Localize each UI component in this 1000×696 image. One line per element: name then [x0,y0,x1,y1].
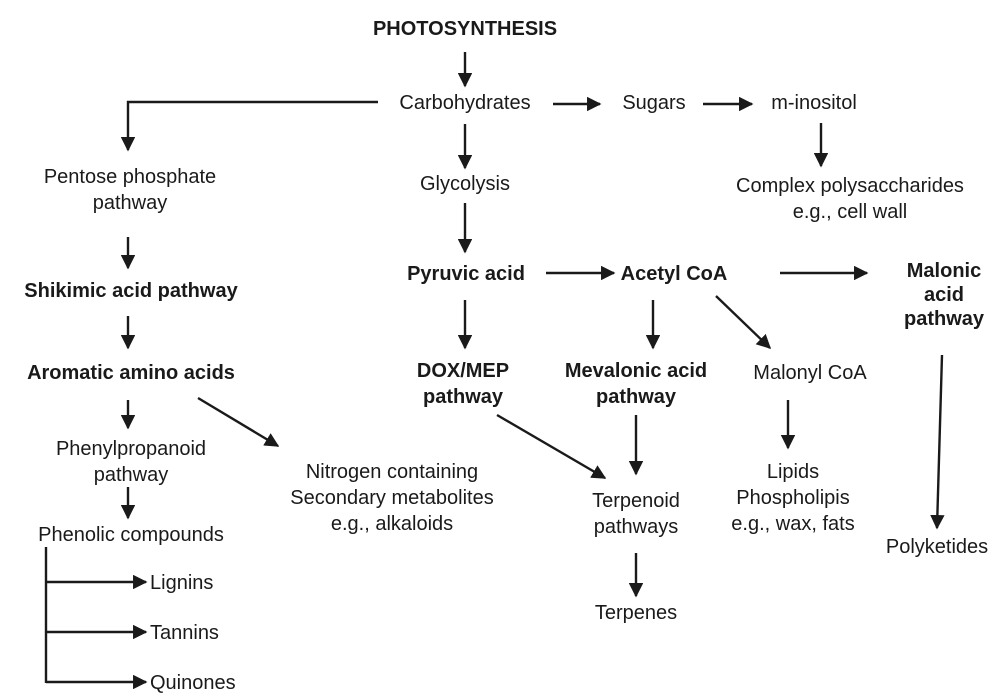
complex-polysaccharides-line-1: Complex polysaccharides [736,175,964,197]
complex-polysaccharides-line-2: e.g., cell wall [792,201,908,223]
phenylpropanoid-line-1: Phenylpropanoid [55,438,207,460]
node-lignins: Lignins [150,572,214,594]
node-nitrogen-containing: Nitrogen containing Secondary metabolite… [290,459,493,537]
node-quinones: Quinones [150,672,236,694]
nitrogen-containing-line-2: Secondary metabolites [290,487,494,509]
node-glycolysis: Glycolysis [419,173,511,195]
terpenoid-pathways-line-2: pathways [593,516,679,538]
lipids-line-3: e.g., wax, fats [731,513,855,535]
node-lipids: Lipids Phospholipis e.g., wax, fats [731,459,854,537]
node-acetyl-coa: Acetyl CoA [620,263,728,285]
node-complex-polysaccharides: Complex polysaccharides e.g., cell wall [736,173,964,225]
dox-mep-line-1: DOX/MEP [416,360,510,382]
node-shikimic-acid: Shikimic acid pathway [24,280,238,302]
node-pentose-phosphate: Pentose phosphate pathway [44,164,216,216]
pentose-phosphate-line-2: pathway [92,192,168,214]
dox-mep-line-2: pathway [422,386,504,408]
arrow-carbohydrates-to-pentose-phosphate [120,100,378,152]
node-photosynthesis: PHOTOSYNTHESIS [372,18,558,40]
node-terpenoid-pathways: Terpenoid pathways [592,488,680,540]
arrow-acetyl-coa-to-malonyl-coa [715,295,772,349]
node-polyketides: Polyketides [885,536,989,558]
node-pyruvic-acid: Pyruvic acid [407,263,525,285]
node-malonyl-coa: Malonyl CoA [753,362,867,384]
mevalonic-acid-line-2: pathway [595,386,677,408]
arrow-dox-mep-to-terpenoid [496,413,607,480]
terpenoid-pathways-line-1: Terpenoid [592,490,680,512]
mevalonic-acid-line-1: Mevalonic acid [564,360,708,382]
lipids-line-2: Phospholipis [736,487,850,509]
malonic-acid-line-3: pathway [903,308,985,330]
malonic-acid-line-1: Malonic [906,260,982,282]
node-dox-mep: DOX/MEP pathway [417,358,509,410]
node-sugars: Sugars [622,92,686,114]
node-m-inositol: m-inositol [771,92,857,114]
node-tannins: Tannins [150,622,219,644]
nitrogen-containing-line-1: Nitrogen containing [305,461,479,483]
node-phenylpropanoid: Phenylpropanoid pathway [56,436,206,488]
pentose-phosphate-line-1: Pentose phosphate [43,166,217,188]
node-aromatic-amino-acids: Aromatic amino acids [27,362,235,384]
node-mevalonic-acid: Mevalonic acid pathway [565,358,707,410]
arrow-aromatic-amino-acids-to-nitrogen-containing [197,396,280,448]
phenylpropanoid-line-2: pathway [93,464,169,486]
nitrogen-containing-line-3: e.g., alkaloids [330,513,454,535]
arrow-malonic-acid-to-polyketides [930,354,945,530]
malonic-acid-line-2: acid [923,284,965,306]
node-phenolic-compounds: Phenolic compounds [38,524,224,546]
node-malonic-acid: Malonic acid pathway [904,259,984,331]
node-carbohydrates: Carbohydrates [399,92,531,114]
lipids-line-1: Lipids [766,461,820,483]
node-terpenes: Terpenes [594,602,678,624]
